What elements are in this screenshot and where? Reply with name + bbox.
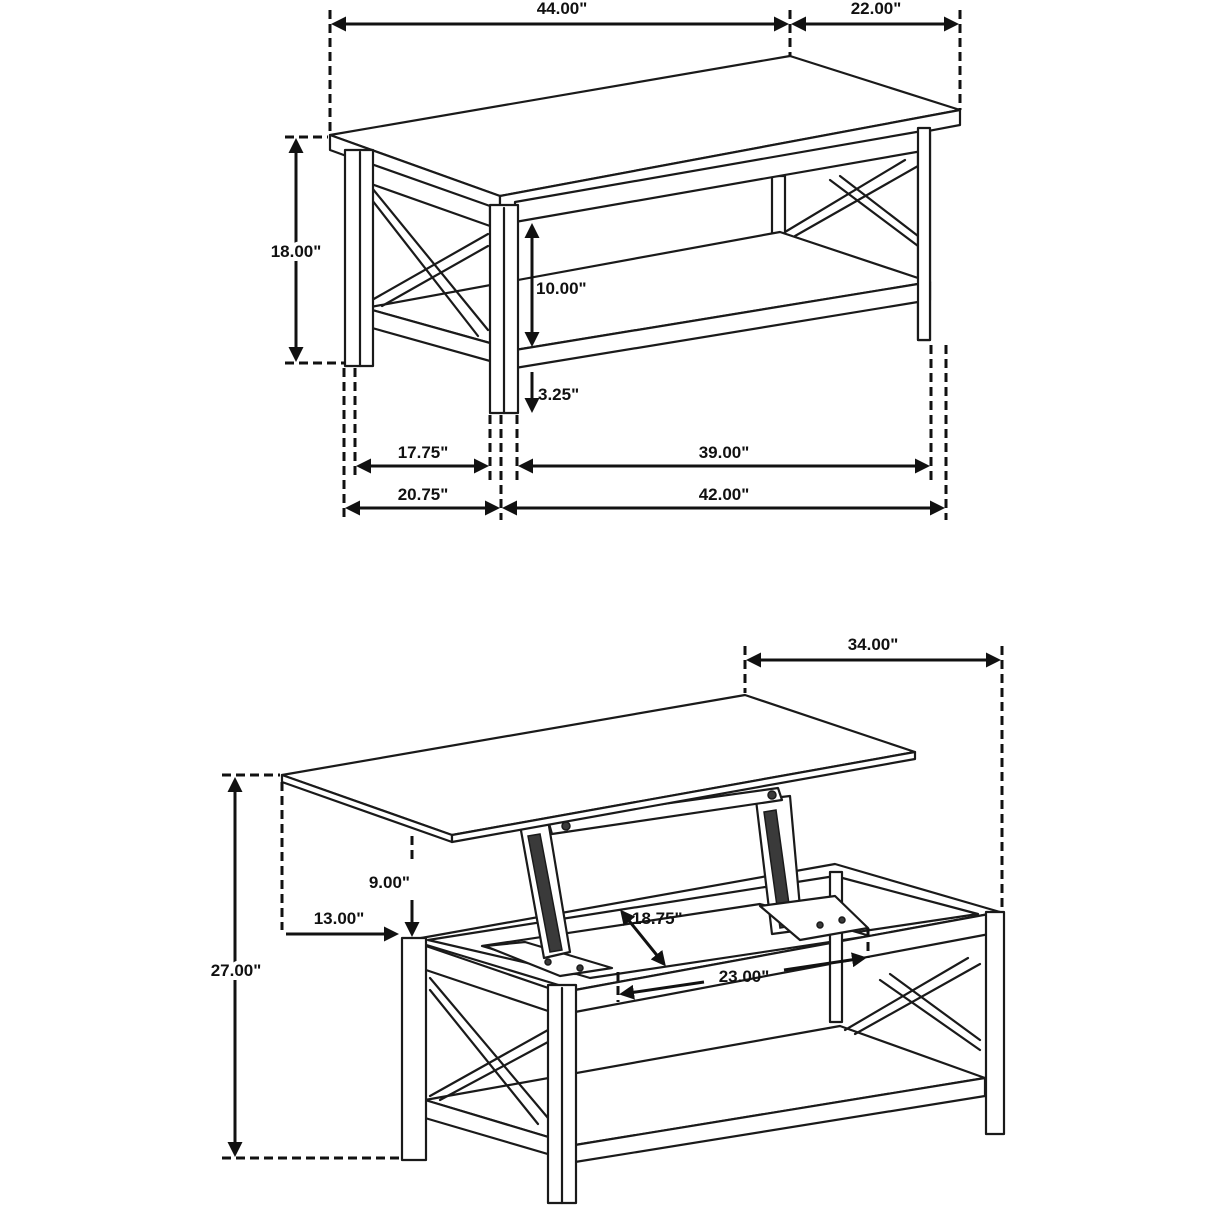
overhang-label: 13.00" (314, 909, 365, 928)
lift-height-label: 9.00" (369, 873, 410, 892)
total-height-label: 27.00" (211, 961, 262, 980)
inner-side-label: 17.75" (398, 443, 449, 462)
shelf-clearance-label: 10.00" (536, 279, 587, 298)
outer-side-label: 20.75" (398, 485, 449, 504)
closed-table-drawing (285, 10, 962, 520)
depth-label: 22.00" (851, 0, 902, 18)
floor-clearance-label: 3.25" (538, 385, 579, 404)
lifted-table-drawing (222, 646, 1006, 1205)
inner-front-label: 39.00" (699, 443, 750, 462)
storage-width-label: 23.00" (719, 967, 770, 986)
storage-depth-label: 18.75" (632, 909, 683, 928)
height-label: 18.00" (271, 242, 322, 261)
top-depth-label: 34.00" (848, 635, 899, 654)
outer-front-label: 42.00" (699, 485, 750, 504)
width-label: 44.00" (537, 0, 588, 18)
